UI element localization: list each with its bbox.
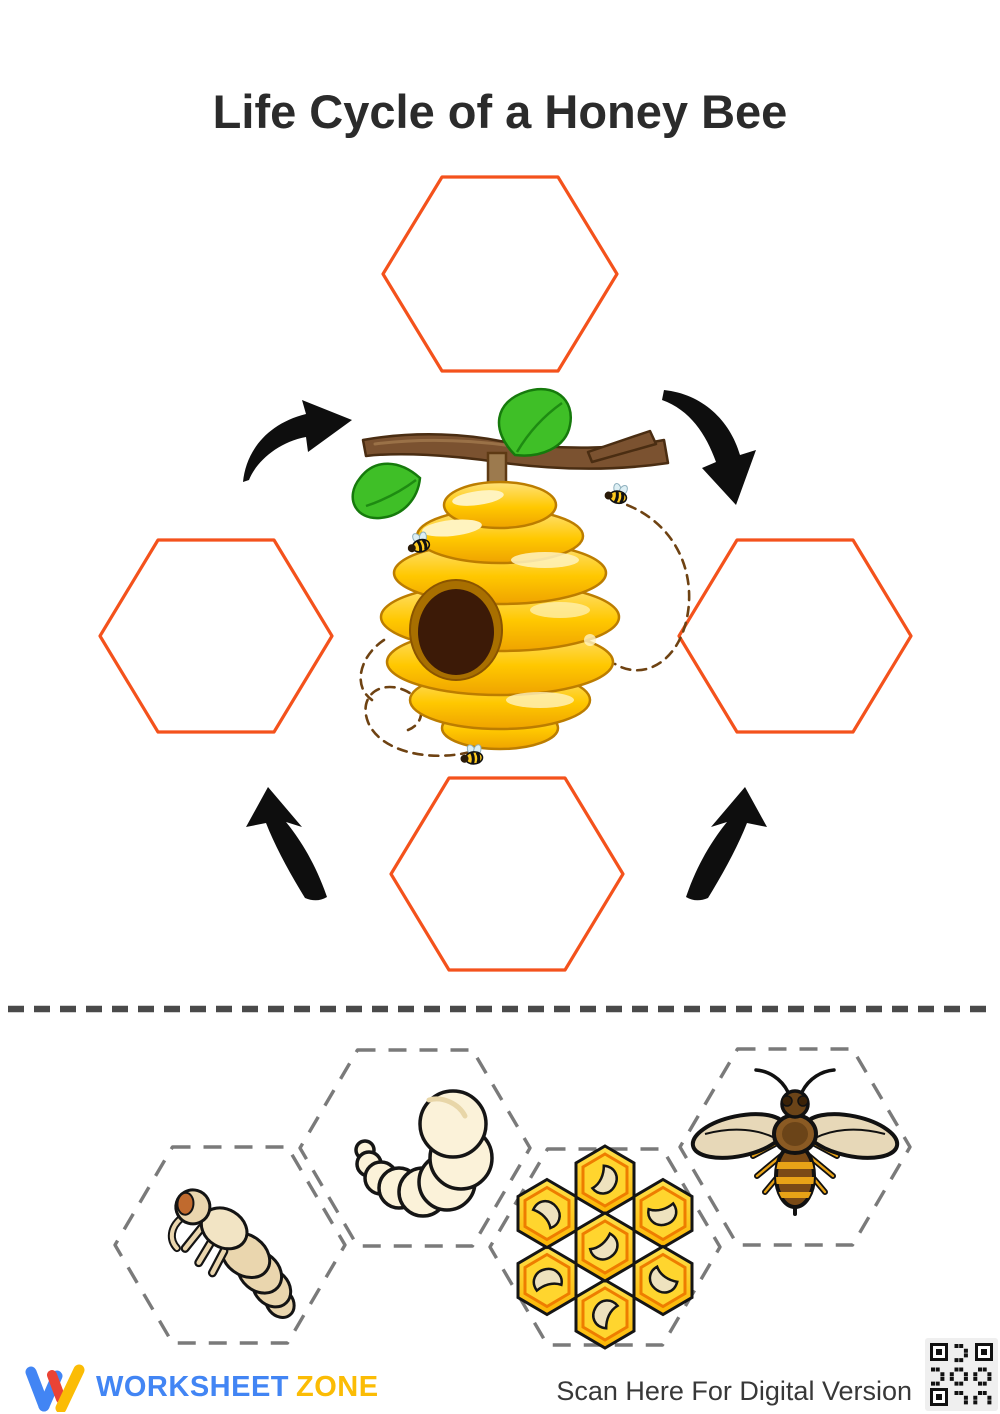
curved-arrow-top-to-right-icon <box>662 390 756 505</box>
leaf-icon <box>497 387 573 457</box>
bee-flight-trail <box>610 498 691 672</box>
bee-flight-trail <box>364 685 472 758</box>
qr-code <box>925 1338 998 1411</box>
stage-card-larva[interactable] <box>298 1048 532 1248</box>
bee-flight-trail <box>359 638 386 702</box>
worksheetzone-logo: WORKSHEET ZONE <box>24 1362 379 1412</box>
brand-name-worksheet: WORKSHEET <box>96 1370 289 1403</box>
curved-arrow-left-to-top-icon <box>243 400 352 482</box>
leaf-icon <box>351 462 422 520</box>
hive-entrance <box>409 579 503 681</box>
beehive-illustration <box>351 387 691 767</box>
curved-arrow-bottom-to-left-icon <box>246 787 327 901</box>
worksheetzone-logo-mark <box>25 1364 85 1412</box>
brand-name-zone: ZONE <box>296 1370 379 1403</box>
bee-larva-icon <box>354 1089 494 1218</box>
stage-card-adult-bee[interactable] <box>678 1047 912 1247</box>
small-bee-icon <box>602 479 632 507</box>
beehive-highlights <box>422 490 596 708</box>
answer-slot-right[interactable] <box>677 538 913 734</box>
adult-bee-icon <box>690 1068 900 1216</box>
honeycomb-eggs-icon <box>516 1144 694 1350</box>
stage-card-pupa[interactable] <box>113 1145 347 1345</box>
page-title: Life Cycle of a Honey Bee <box>212 85 788 138</box>
bee-pupa-icon <box>167 1188 296 1319</box>
answer-slot-bottom[interactable] <box>389 776 625 972</box>
qr-code-modules <box>931 1344 992 1405</box>
stage-card-eggs[interactable] <box>488 1144 722 1350</box>
answer-slot-left[interactable] <box>98 538 334 734</box>
curved-arrow-bottom-to-right-icon <box>686 787 767 901</box>
answer-slot-top[interactable] <box>381 175 619 373</box>
scan-here-label: Scan Here For Digital Version <box>556 1376 912 1406</box>
